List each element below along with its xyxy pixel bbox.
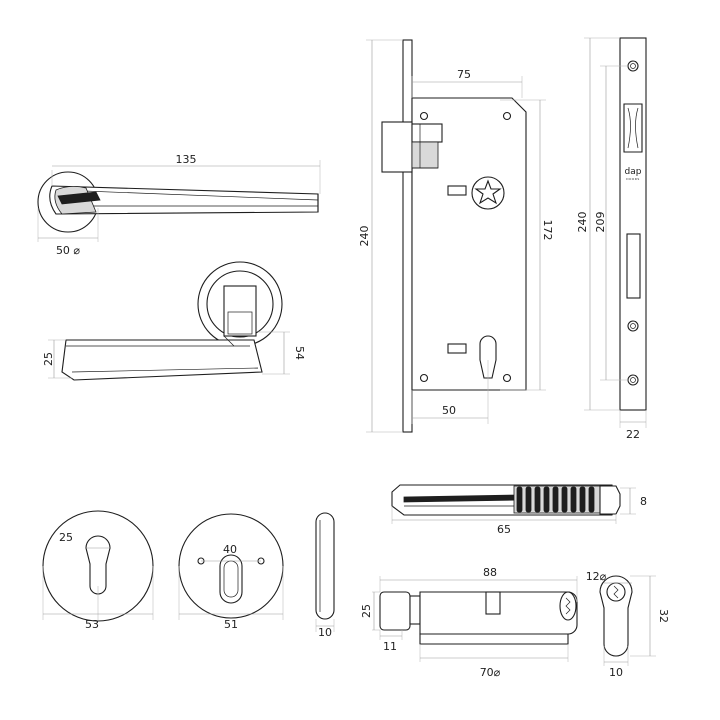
label-cylinder-length: 88 <box>483 566 497 579</box>
cylinder-escutcheon <box>178 513 284 619</box>
escutcheon-side-profile <box>315 512 335 620</box>
dimension-strike-height: 240 <box>576 37 620 411</box>
label-escutcheon-one-diameter: 53 <box>85 618 99 631</box>
label-lock-center-distance: 172 <box>541 220 554 241</box>
dimension-side-thickness: 10 <box>315 619 335 639</box>
dimension-escutcheon-two-diameter: 51 <box>178 566 284 631</box>
brand-logo-text: dap <box>625 167 642 177</box>
dimension-cylinder-length: 88 <box>379 566 578 602</box>
dimension-lever-height: 25 <box>42 339 72 379</box>
label-rose-diameter: 50 ⌀ <box>56 244 80 257</box>
dimension-escutcheon-two-holes: 40 <box>201 543 261 562</box>
label-strike-width: 22 <box>626 428 640 441</box>
lever-handle-front-view <box>61 261 283 381</box>
dimension-lever-offset: 54 <box>258 331 306 375</box>
euro-cylinder <box>379 591 578 645</box>
dimension-lock-backset: 75 <box>411 68 523 98</box>
dimension-profile-diameter: 12⌀ <box>586 570 632 584</box>
label-lock-key-offset: 50 <box>442 404 456 417</box>
cylinder-front-profile <box>599 575 633 657</box>
dimension-lock-key-offset: 50 <box>411 360 489 424</box>
brand-sub-text: DOORS <box>626 177 640 181</box>
label-strike-hole-distance: 209 <box>594 212 607 233</box>
label-key-height: 8 <box>640 495 647 508</box>
label-profile-width: 10 <box>609 666 623 679</box>
dimension-profile-width: 10 <box>603 646 629 679</box>
label-lever-offset: 54 <box>293 346 306 360</box>
dimension-rose-diameter: 50 ⌀ <box>37 208 99 257</box>
dimension-lock-height: 240 <box>358 39 403 433</box>
dimension-handle-length: 135 <box>51 153 321 194</box>
label-lock-backset: 75 <box>457 68 471 81</box>
key-grip-ridges <box>516 486 595 513</box>
dimension-lock-center-distance: 172 <box>500 99 554 391</box>
label-keyhole-one: 25 <box>59 531 73 544</box>
dimension-escutcheon-one-diameter: 53 <box>42 566 154 631</box>
label-escutcheon-two-diameter: 51 <box>224 618 238 631</box>
dimension-strike-width: 22 <box>619 410 647 441</box>
label-cylinder-knob-width: 11 <box>383 640 397 653</box>
dimension-profile-height: 32 <box>630 575 670 657</box>
label-profile-diameter: 12⌀ <box>586 570 607 583</box>
label-handle-length: 135 <box>176 153 197 166</box>
lever-handle-side-view <box>37 171 319 233</box>
dimension-cylinder-knob-width: 11 <box>379 630 403 653</box>
dimension-strike-hole-distance: 209 <box>594 65 628 381</box>
dimension-cylinder-knob-height: 25 <box>360 591 380 631</box>
key-escutcheon <box>42 510 154 622</box>
label-cylinder-body: 70⌀ <box>480 666 501 679</box>
dimension-key-length: 65 <box>391 506 617 536</box>
label-strike-height: 240 <box>576 212 589 233</box>
label-cylinder-knob-height: 25 <box>360 604 373 618</box>
label-escutcheon-two-holes: 40 <box>223 543 237 556</box>
label-lock-height: 240 <box>358 226 371 247</box>
dimension-key-height: 8 <box>620 487 647 515</box>
label-profile-height: 32 <box>657 609 670 623</box>
label-lever-height: 25 <box>42 352 55 366</box>
dimension-keyhole-one: 25 <box>59 531 110 549</box>
mortise-lock-body <box>381 39 527 433</box>
key <box>391 484 621 516</box>
label-side-thickness: 10 <box>318 626 332 639</box>
strike-plate: dap DOORS <box>619 37 647 411</box>
label-key-length: 65 <box>497 523 511 536</box>
dimension-cylinder-body: 70⌀ <box>419 644 569 679</box>
